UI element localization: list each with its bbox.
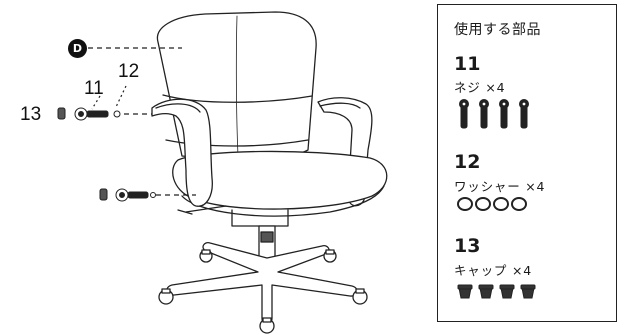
cap-icon — [457, 284, 473, 299]
cap-icon — [57, 107, 66, 120]
part-12-icons — [457, 197, 527, 211]
cap-icon — [478, 284, 494, 299]
screw-icon — [459, 99, 469, 129]
step-badge: D — [68, 39, 87, 58]
lower-hardware — [99, 188, 156, 202]
washer-icon — [150, 192, 156, 198]
part-11-icons — [459, 99, 529, 129]
cap-icon — [499, 284, 515, 299]
part-name: キャップ ×4 — [454, 263, 532, 278]
washer-icon — [113, 110, 121, 118]
callout-screw-number: 11 — [84, 78, 104, 99]
part-name: ネジ ×4 — [454, 80, 506, 95]
chair-left-armrest — [151, 98, 213, 207]
cap-icon — [99, 188, 108, 201]
upper-hardware — [57, 107, 121, 121]
washer-icon — [457, 197, 473, 211]
washer-icon — [475, 197, 491, 211]
part-number: 11 — [454, 53, 481, 75]
cap-icon — [520, 284, 536, 299]
washer-icon — [511, 197, 527, 211]
part-number: 12 — [454, 151, 481, 173]
callout-cap-number: 13 — [20, 104, 42, 125]
part-13-icons — [457, 284, 536, 299]
parts-panel-title: 使用する部品 — [454, 22, 541, 38]
part-number: 13 — [454, 235, 481, 257]
callout-washer-number: 12 — [118, 61, 140, 82]
parts-panel: 使用する部品 11 ネジ ×4 12 ワッシャー ×4 13 キャップ ×4 — [437, 4, 617, 322]
washer-icon — [493, 197, 509, 211]
part-name: ワッシャー ×4 — [454, 179, 546, 194]
